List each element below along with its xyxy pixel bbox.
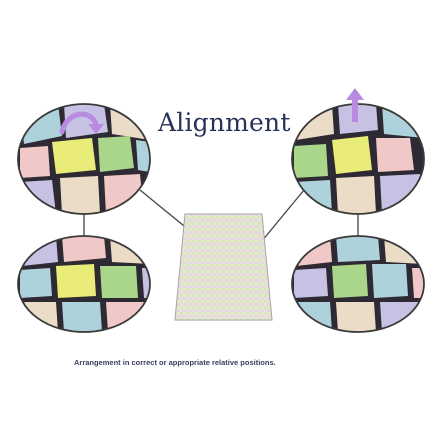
stone-ellipse-top-right	[292, 104, 424, 214]
rotate-arrow-icon	[59, 111, 104, 135]
diagram-caption: Arrangement in correct or appropriate re…	[74, 358, 276, 367]
up-arrow-icon	[346, 88, 364, 122]
stone-ellipse-bottom-left	[18, 236, 150, 332]
ellipse-outline-bottom-left	[17, 235, 151, 333]
pavement-sample	[174, 213, 273, 321]
ellipse-outline-top-left	[17, 103, 151, 215]
diagram-title: Alignment	[158, 108, 291, 137]
ellipse-outline-bottom-right	[291, 235, 425, 333]
